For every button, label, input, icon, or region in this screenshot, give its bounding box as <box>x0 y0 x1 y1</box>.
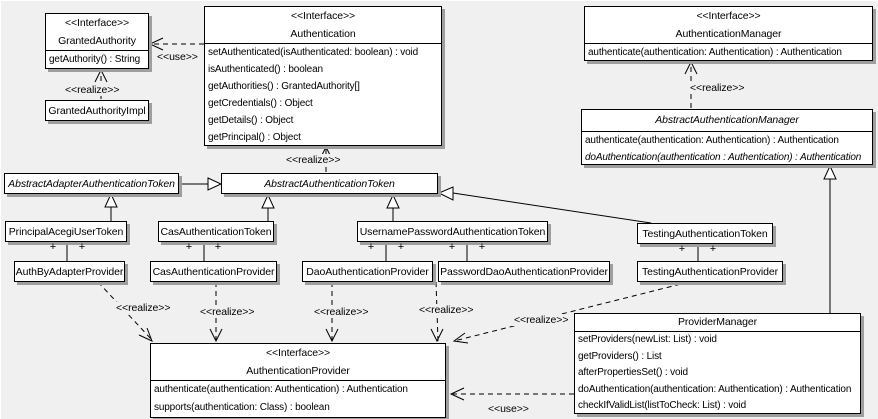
methods-compartment: setProviders(newList: List) : void getPr… <box>575 331 860 415</box>
class-cas-authentication-provider[interactable]: CasAuthenticationProvider <box>150 261 277 282</box>
association-edges <box>66 242 699 262</box>
class-name: CasAuthenticationProvider <box>152 265 275 278</box>
association-plus-label: + <box>397 241 405 253</box>
realize-label: <<realize>> <box>63 84 122 96</box>
class-granted-authority-impl[interactable]: GrantedAuthorityImpl <box>45 100 149 121</box>
class-header: ProviderManager <box>575 314 860 331</box>
class-granted-authority[interactable]: <<Interface>> GrantedAuthority getAuthor… <box>45 13 149 69</box>
class-username-password-authentication-token[interactable]: UsernamePasswordAuthenticationToken <box>357 221 548 242</box>
method: checkIfValidList(listToCheck: List) : vo… <box>578 400 747 411</box>
class-header: AbstractAuthenticationManager <box>582 110 872 131</box>
methods-compartment: authenticate(authentication: Authenticat… <box>585 43 872 61</box>
class-name: DaoAuthenticationProvider <box>306 265 429 278</box>
method: getCredentials() : Object <box>208 98 313 109</box>
class-name: AbstractAdapterAuthenticationToken <box>8 177 175 190</box>
methods-compartment: getAuthority() : String <box>46 50 148 69</box>
class-name: AbstractAuthenticationManager <box>655 114 799 126</box>
class-name: TestingAuthenticationToken <box>642 227 768 240</box>
association-plus-label: + <box>185 241 193 253</box>
method: authenticate(authentication: Authenticat… <box>588 47 842 58</box>
association-plus-label: + <box>78 241 86 253</box>
method: getAuthorities() : GrantedAuthority[] <box>208 81 360 92</box>
method: authenticate(authentication: Authenticat… <box>585 135 839 146</box>
class-header: <<Interface>> AuthenticationProvider <box>151 344 445 380</box>
class-header: <<Interface>> Authentication <box>205 7 441 43</box>
method: getPrincipal() : Object <box>208 132 301 143</box>
class-name: PasswordDaoAuthenticationProvider <box>440 265 608 278</box>
class-name: AuthByAdapterProvider <box>15 265 124 278</box>
method: isAuthenticated() : boolean <box>208 64 323 75</box>
class-testing-authentication-provider[interactable]: TestingAuthenticationProvider <box>637 261 783 282</box>
class-password-dao-authentication-provider[interactable]: PasswordDaoAuthenticationProvider <box>438 261 610 282</box>
class-testing-authentication-token[interactable]: TestingAuthenticationToken <box>637 223 773 244</box>
use-label: <<use>> <box>155 51 200 63</box>
association-plus-label: + <box>367 241 375 253</box>
stereotype-label: <<Interface>> <box>265 347 331 359</box>
methods-compartment: authenticate(authentication: Authenticat… <box>582 131 872 166</box>
method: getProviders() : List <box>578 350 662 362</box>
generalization-edges <box>104 164 837 313</box>
class-name: GrantedAuthority <box>58 35 136 47</box>
method: getAuthority() : String <box>49 54 141 65</box>
class-name: GrantedAuthorityImpl <box>48 104 146 117</box>
class-name: Authentication <box>290 28 356 40</box>
realize-label: <<realize>> <box>512 314 571 326</box>
association-plus-label: + <box>214 241 222 253</box>
class-cas-authentication-token[interactable]: CasAuthenticationToken <box>158 221 274 242</box>
association-plus-label: + <box>709 243 717 255</box>
class-principal-acegi-user-token[interactable]: PrincipalAcegiUserToken <box>5 221 127 242</box>
class-abstract-adapter-authentication-token[interactable]: AbstractAdapterAuthenticationToken <box>4 173 179 194</box>
class-authentication-provider[interactable]: <<Interface>> AuthenticationProvider aut… <box>150 343 446 418</box>
realize-label: <<realize>> <box>198 306 257 318</box>
realize-label: <<realize>> <box>312 306 371 318</box>
class-abstract-authentication-token[interactable]: AbstractAuthenticationToken <box>221 173 438 194</box>
class-auth-by-adapter-provider[interactable]: AuthByAdapterProvider <box>14 261 125 282</box>
methods-compartment: authenticate(authentication: Authenticat… <box>151 380 445 417</box>
class-name: AbstractAuthenticationToken <box>264 177 395 190</box>
class-abstract-authentication-manager[interactable]: AbstractAuthenticationManager authentica… <box>581 109 873 165</box>
class-name: PrincipalAcegiUserToken <box>8 225 124 238</box>
class-header: <<Interface>> GrantedAuthority <box>46 14 148 50</box>
class-header: <<Interface>> AuthenticationManager <box>585 7 872 43</box>
class-authentication-manager[interactable]: <<Interface>> AuthenticationManager auth… <box>584 6 873 61</box>
class-name: AuthenticationProvider <box>246 365 350 377</box>
association-plus-label: + <box>478 241 486 253</box>
realize-label: <<realize>> <box>284 154 343 166</box>
method: setAuthenticated(isAuthenticated: boolea… <box>208 47 419 58</box>
association-plus-label: + <box>678 243 686 255</box>
use-label: <<use>> <box>486 403 531 415</box>
stereotype-label: <<Interface>> <box>696 10 761 22</box>
stereotype-label: <<Interface>> <box>290 10 356 22</box>
association-plus-label: + <box>448 241 456 253</box>
stereotype-label: <<Interface>> <box>64 17 130 29</box>
method: afterPropertiesSet() : void <box>578 367 688 378</box>
class-dao-authentication-provider[interactable]: DaoAuthenticationProvider <box>302 261 433 282</box>
method: doAuthentication(authentication : Authen… <box>585 152 862 163</box>
realize-label: <<realize>> <box>688 82 747 94</box>
class-name: TestingAuthenticationProvider <box>641 265 778 278</box>
method: authenticate(authentication: Authenticat… <box>154 384 408 395</box>
class-name: AuthenticationManager <box>675 28 782 40</box>
method: setProviders(newList: List) : void <box>578 334 717 345</box>
class-provider-manager[interactable]: ProviderManager setProviders(newList: Li… <box>574 313 861 414</box>
class-name: CasAuthenticationToken <box>160 225 272 238</box>
method: supports(authentication: Class) : boolea… <box>154 402 330 413</box>
class-authentication[interactable]: <<Interface>> Authentication setAuthenti… <box>204 6 442 146</box>
method: doAuthentication(authentication: Authent… <box>578 383 852 395</box>
association-plus-label: + <box>49 241 57 253</box>
use-dependency-edges <box>148 37 574 401</box>
realize-label: <<realize>> <box>114 302 173 314</box>
realize-label: <<realize>> <box>417 304 476 316</box>
method: getDetails() : Object <box>208 115 294 126</box>
class-name: ProviderManager <box>677 316 758 328</box>
methods-compartment: setAuthenticated(isAuthenticated: boolea… <box>205 43 441 146</box>
class-name: UsernamePasswordAuthenticationToken <box>359 225 546 238</box>
